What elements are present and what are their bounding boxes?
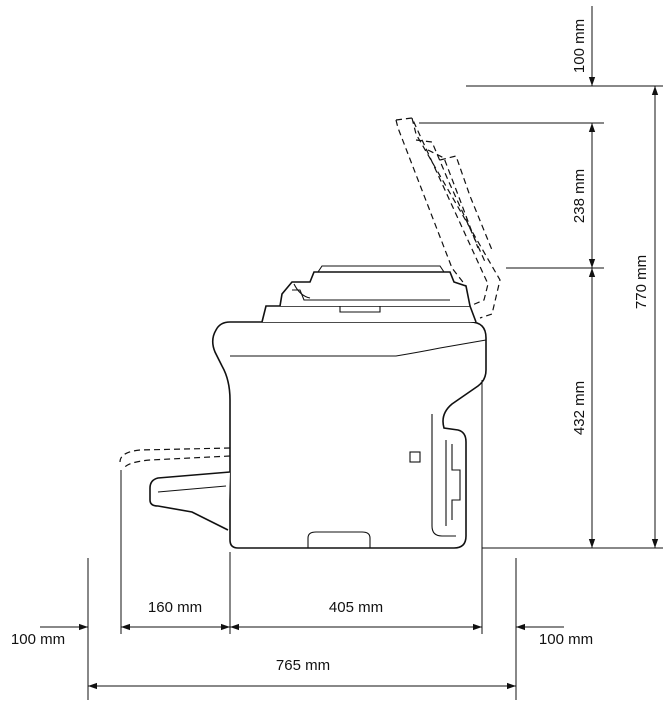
printer-outline — [119, 117, 501, 549]
dimension-labels: 100 mm 238 mm 432 mm 770 mm 100 mm 160 m… — [11, 19, 650, 674]
right-clearance-label: 100 mm — [539, 631, 593, 648]
tray-extension-label: 160 mm — [148, 599, 202, 616]
height-dimension-arrows — [588, 6, 659, 548]
depth-dimension-arrows — [40, 623, 564, 690]
total-depth-label: 765 mm — [276, 657, 330, 674]
total-height-label: 770 mm — [633, 255, 650, 309]
cover-height-label: 238 mm — [571, 169, 588, 223]
height-reference-lines — [419, 85, 663, 549]
body-height-label: 432 mm — [571, 381, 588, 435]
left-clearance-label: 100 mm — [11, 631, 65, 648]
top-clearance-label: 100 mm — [571, 19, 588, 73]
body-depth-label: 405 mm — [329, 599, 383, 616]
